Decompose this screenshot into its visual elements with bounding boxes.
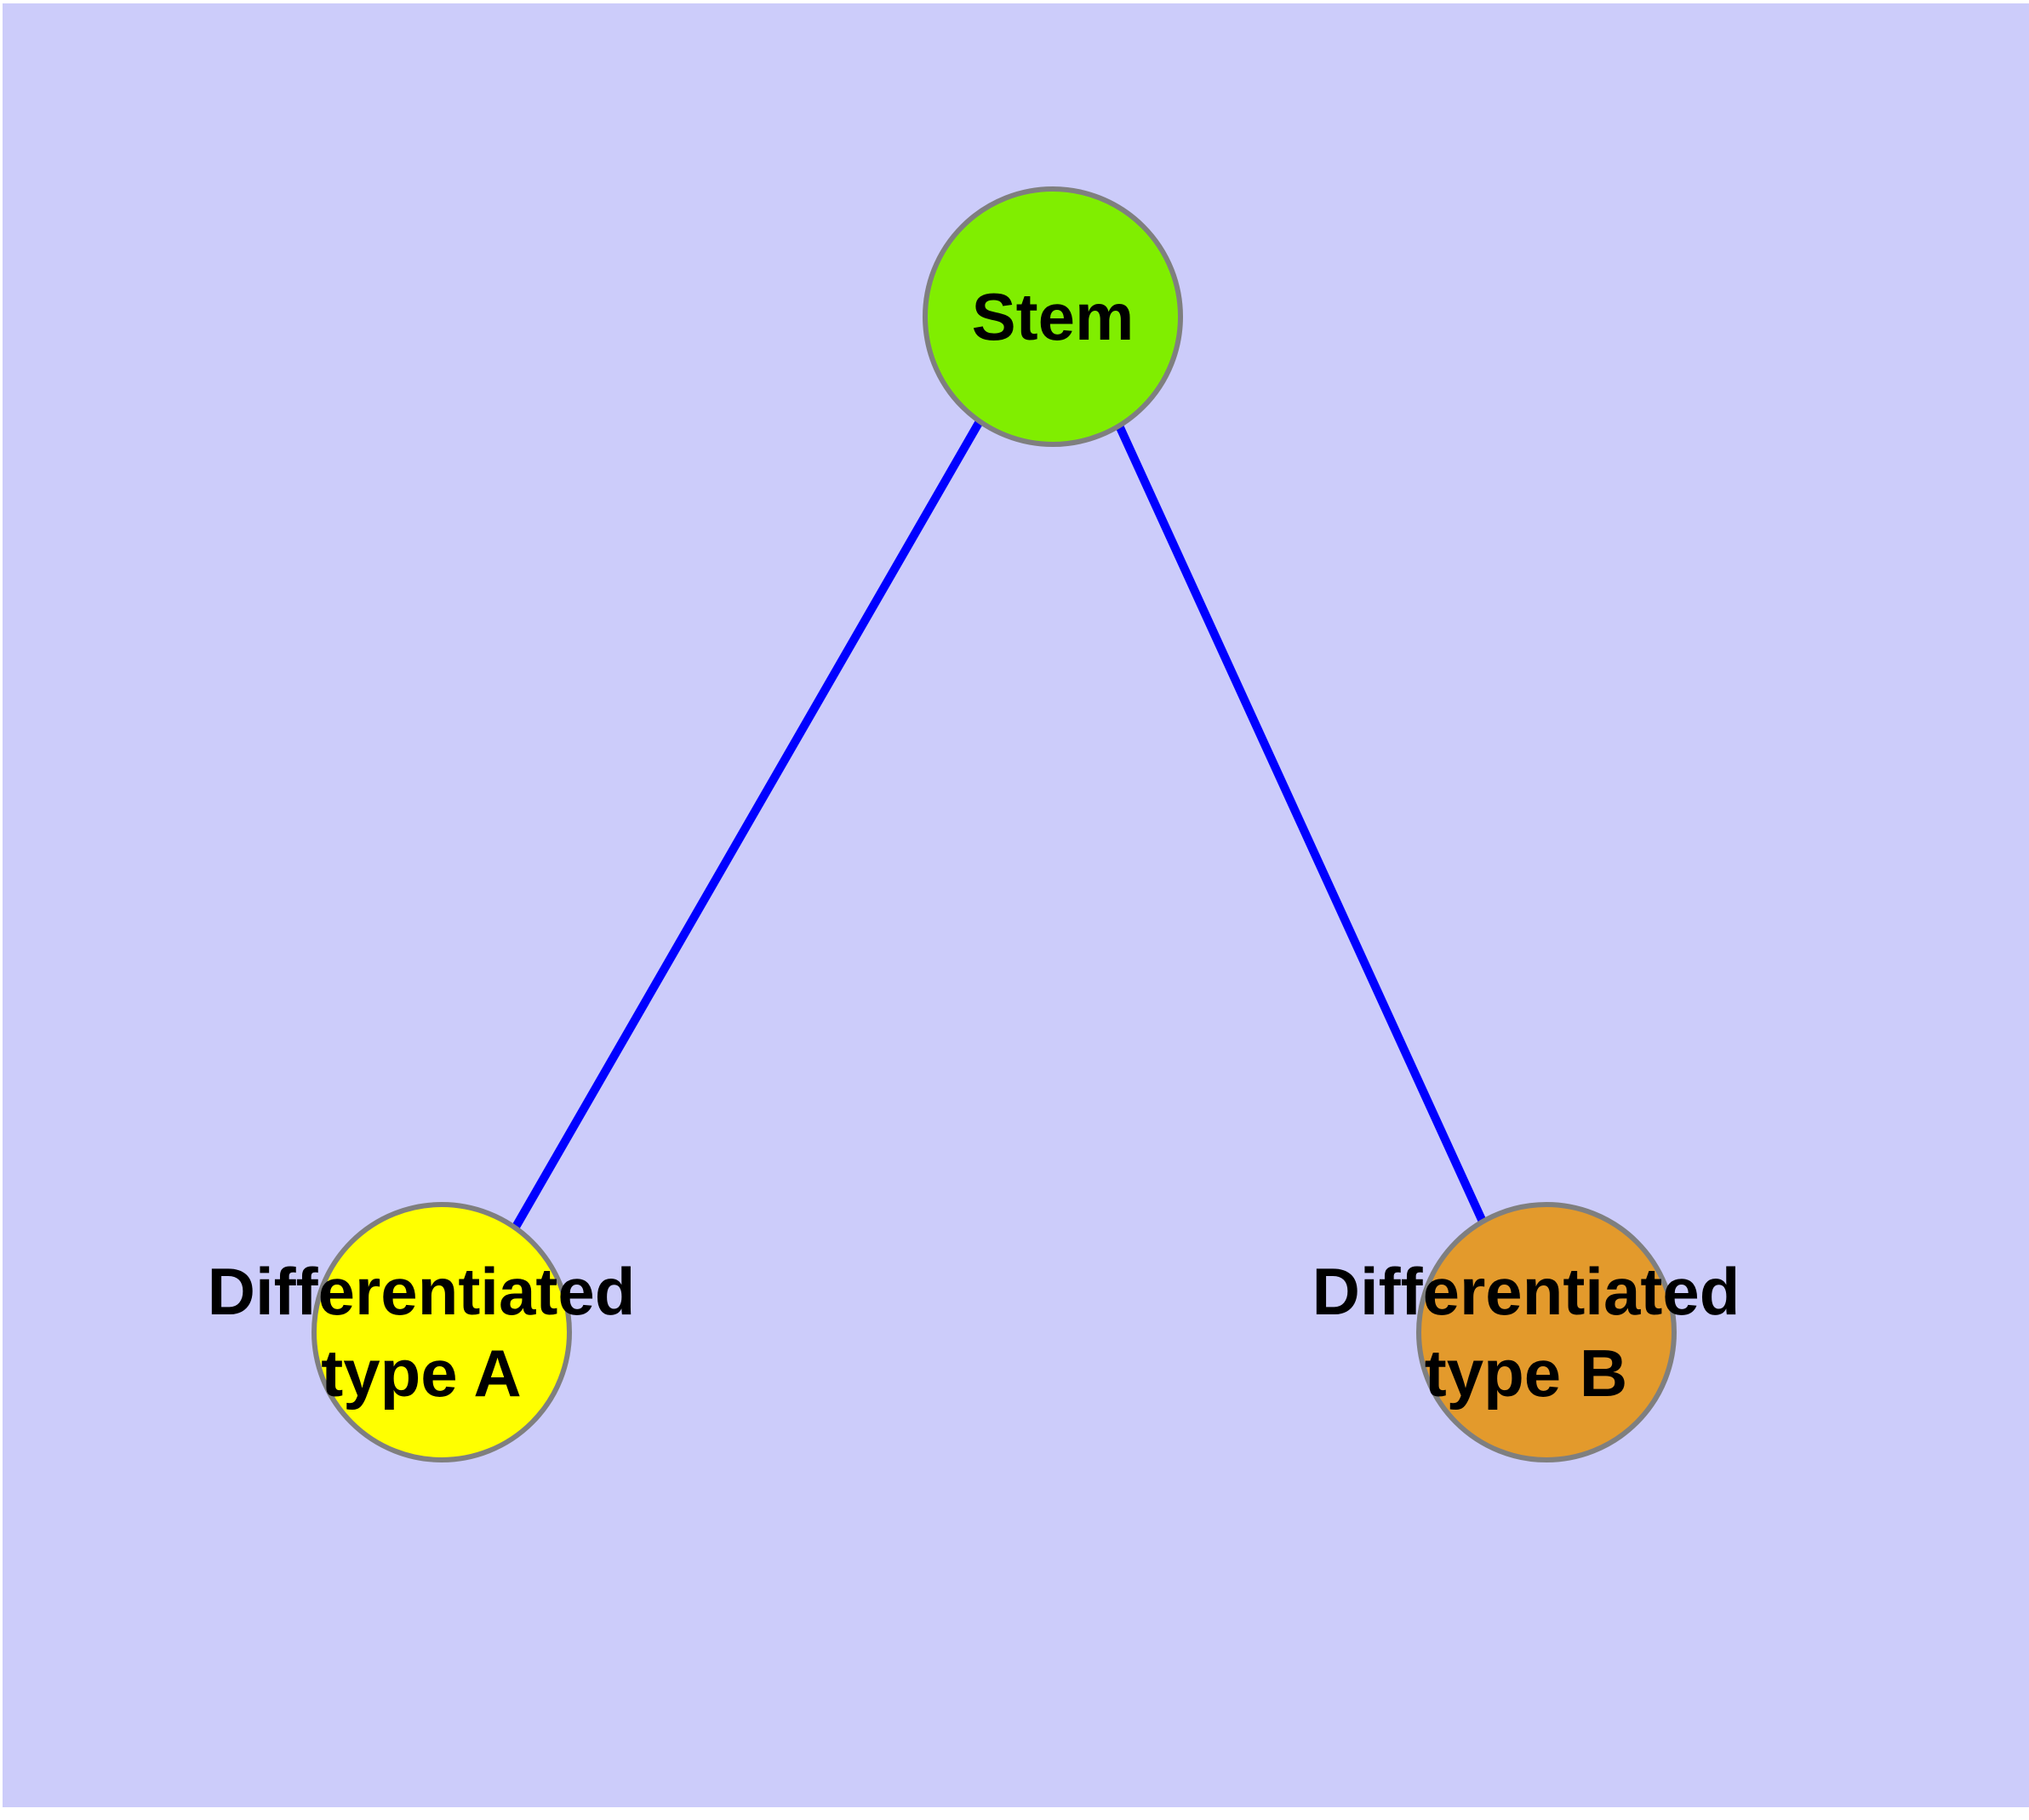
node-differentiated-type-a[interactable]: Differentiated type A [208,1202,636,1462]
node-differentiated-type-b[interactable]: Differentiated type B [1312,1202,1740,1462]
node-differentiated-type-b-circle[interactable] [1416,1202,1677,1462]
edge-stem-to-differentiated-type-a[interactable] [511,419,984,1231]
node-stem[interactable]: Stem [923,186,1183,447]
node-layer: Stem Differentiated type A Differentiate… [208,186,1740,1462]
edge-stem-to-differentiated-type-b[interactable] [1115,423,1487,1224]
edge-layer [511,419,1487,1231]
node-differentiated-type-a-label-line-2: type A [321,1336,522,1411]
node-stem-circle[interactable] [923,186,1183,447]
node-stem-label: Stem [972,279,1135,354]
node-differentiated-type-b-label-line-2: type B [1425,1336,1627,1411]
node-differentiated-type-b-label-line-1: Differentiated [1312,1254,1740,1329]
node-differentiated-type-a-circle[interactable] [311,1202,572,1462]
node-differentiated-type-a-label-line-1: Differentiated [208,1254,636,1329]
